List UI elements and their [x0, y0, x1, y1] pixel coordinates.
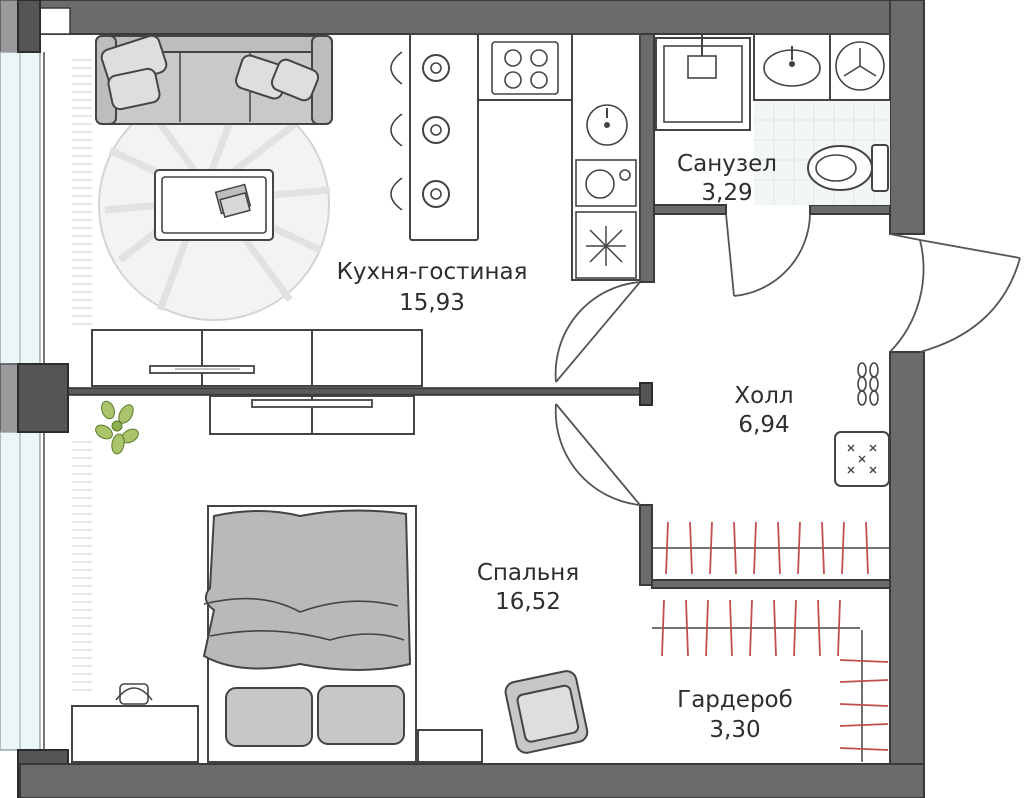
nightstand: [417, 729, 483, 763]
cooktop-icon: [491, 41, 559, 95]
fridge-icon: [575, 211, 637, 279]
sofa-icon: [95, 34, 333, 125]
washbasin-icon: [753, 33, 831, 101]
plant-icon: [95, 400, 139, 455]
window-icon: [0, 0, 45, 751]
door-icon: [554, 213, 1021, 506]
kitchen-sink-icon: [586, 104, 628, 146]
room-area: 6,94: [738, 412, 789, 438]
bar-stool-icon: [390, 51, 450, 211]
room-label-bathroom: Санузел 3,29: [677, 151, 777, 206]
room-area: 16,52: [495, 589, 561, 615]
room-name: Санузел: [677, 151, 777, 177]
room-label-kitchen-living: Кухня-гостиная 15,93: [337, 259, 528, 316]
water-heater-icon: [829, 33, 891, 101]
radiator: [72, 59, 92, 325]
laptop-icon: [214, 183, 252, 218]
walls: [17, 0, 925, 798]
room-name: Спальня: [477, 560, 579, 586]
tv-stand-bedroom: [209, 395, 415, 435]
room-name: Гардероб: [677, 687, 793, 713]
washing-machine-icon: [575, 159, 637, 207]
room-label-bedroom: Спальня 16,52: [477, 560, 579, 615]
room-area: 3,30: [709, 717, 760, 743]
shoes-icon: [857, 362, 879, 406]
room-area: 3,29: [701, 180, 752, 206]
kitchen-counter: [477, 33, 641, 281]
toilet-icon: [807, 144, 889, 192]
room-area: 15,93: [399, 290, 465, 316]
shower-icon: [655, 34, 751, 131]
room-name: Кухня-гостиная: [337, 259, 528, 285]
coffee-table-icon: [154, 169, 274, 241]
desk-icon: [71, 683, 199, 763]
armchair-icon: [504, 670, 589, 754]
wardrobe-hangers-icon: [652, 521, 890, 762]
bed-icon: [202, 505, 417, 763]
room-name: Холл: [734, 383, 793, 409]
room-label-hall: Холл 6,94: [734, 383, 793, 438]
radiator-bedroom: [72, 441, 92, 691]
tv-stand-icon: [91, 329, 423, 387]
room-label-wardrobe: Гардероб 3,30: [677, 687, 793, 743]
pouf-icon: [834, 431, 890, 487]
